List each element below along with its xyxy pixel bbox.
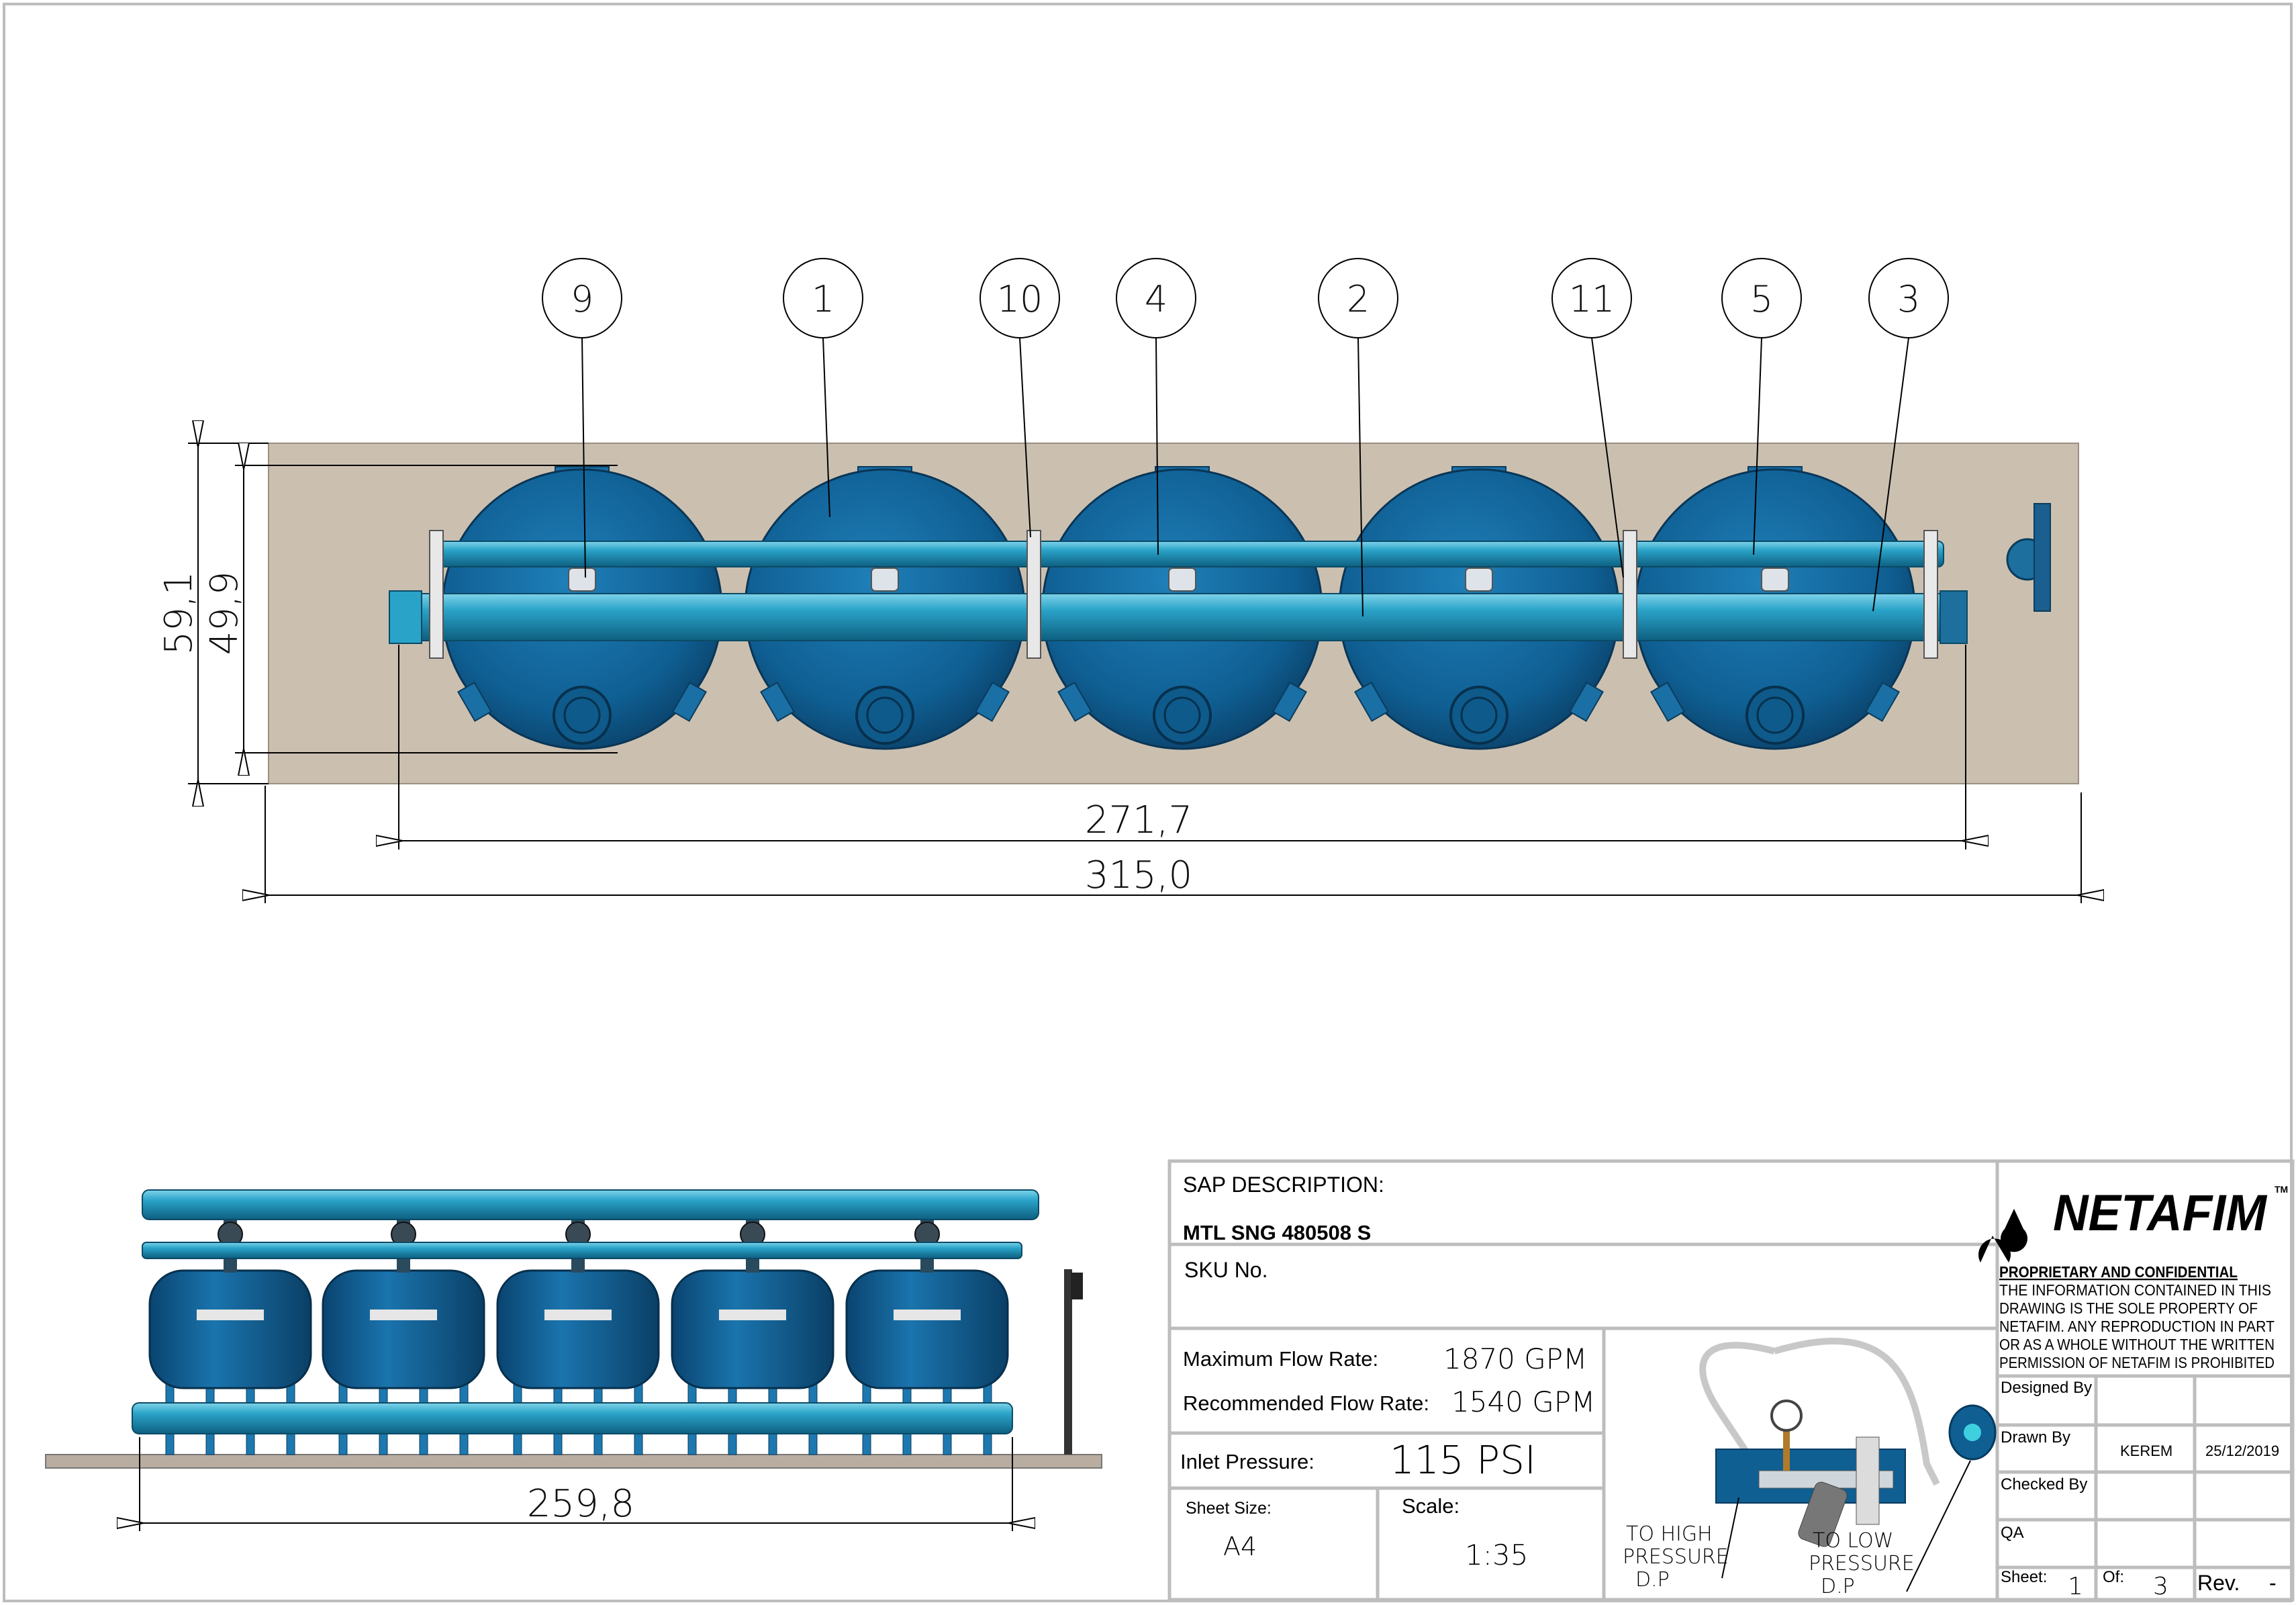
title-block: SAP DESCRIPTION: MTL SNG 480508 S SKU No…: [1167, 1159, 2295, 1602]
backflush-valve: [1465, 567, 1493, 592]
drawn-by-value: KEREM: [2120, 1442, 2172, 1459]
confidential-title: PROPRIETARY AND CONFIDENTIAL: [1999, 1263, 2238, 1281]
scale-value: 1:35: [1465, 1539, 1528, 1571]
front-bottom-pipe: [132, 1402, 1013, 1434]
balloon-callout: 10: [979, 258, 1060, 538]
balloon-callout: 3: [1868, 258, 1949, 612]
drawn-date: 25/12/2019: [2205, 1442, 2279, 1459]
sheet-size-value: A4: [1223, 1532, 1257, 1561]
inlet-pressure-value: 115 PSI: [1390, 1437, 1536, 1483]
dim-pipe-width: 271,7: [1085, 798, 1192, 842]
balloon-number: 5: [1750, 278, 1773, 320]
backflush-valve: [1761, 567, 1789, 592]
balloon-number: 11: [1569, 278, 1615, 320]
rev-value: -: [2269, 1571, 2277, 1595]
dim-tank-depth: 49,9: [203, 571, 246, 655]
filter-tank-front: [671, 1219, 834, 1455]
controller-post: [1064, 1269, 1072, 1455]
controller-box: [1071, 1273, 1083, 1299]
high-dp-line-1: TO HIGH: [1626, 1522, 1713, 1546]
low-dp-line-2: PRESSURE: [1809, 1552, 1915, 1575]
confidential-line: NETAFIM. ANY REPRODUCTION IN PART: [1999, 1318, 2275, 1335]
balloon-number: 1: [812, 278, 834, 320]
rev-label: Rev.: [2197, 1571, 2240, 1595]
max-flow-label: Maximum Flow Rate:: [1183, 1347, 1378, 1371]
high-dp-line-3: D.P: [1635, 1568, 1670, 1592]
backflush-valve: [1168, 567, 1196, 592]
top-view: [268, 443, 2079, 784]
balloon-callouts: 9 1 10 4 2 11 5 3: [542, 258, 1949, 617]
top-view-dimensions: 271,7 315,0 59,1 49,9: [157, 443, 2081, 903]
sheet-label: Sheet:: [2001, 1568, 2047, 1586]
balloon-callout: 9: [542, 258, 622, 578]
upper-manifold-pipe: [435, 541, 1944, 567]
confidential-line: DRAWING IS THE SOLE PROPERTY OF: [1999, 1299, 2258, 1317]
rec-flow-label: Recommended Flow Rate:: [1183, 1391, 1429, 1415]
checked-by-label: Checked By: [2001, 1475, 2087, 1494]
low-dp-line-1: TO LOW: [1813, 1529, 1893, 1553]
backflush-valve: [871, 567, 899, 592]
tank-row-front: [148, 1219, 1009, 1455]
confidential-line: PERMISSION OF NETAFIM IS PROHIBITED: [1999, 1354, 2275, 1371]
confidential-line: OR AS A WHOLE WITHOUT THE WRITTEN: [1999, 1336, 2275, 1353]
balloon-number: 2: [1347, 278, 1370, 320]
logo-trademark: TM: [2275, 1184, 2288, 1195]
ground-slab: [45, 1454, 1102, 1469]
front-second-pipe: [142, 1242, 1022, 1259]
drawn-by-label: Drawn By: [2001, 1428, 2070, 1447]
filter-tank-front: [496, 1219, 660, 1455]
outlet-flange: [1940, 590, 1968, 644]
backflush-valve: [568, 567, 596, 592]
sheet-size-label: Sheet Size:: [1186, 1499, 1272, 1518]
sap-description-value: MTL SNG 480508 S: [1183, 1221, 1371, 1244]
sap-description-label: SAP DESCRIPTION:: [1183, 1173, 1384, 1197]
inlet-pressure-label: Inlet Pressure:: [1180, 1450, 1314, 1473]
front-view-dimensions: 259,8: [140, 1437, 1012, 1531]
pipe-couplings: [429, 530, 1938, 659]
sheet-value: 1: [2068, 1573, 2083, 1600]
balloon-callout: 4: [1116, 258, 1196, 555]
low-dp-line-3: D.P: [1821, 1575, 1855, 1598]
balloon-number: 9: [571, 278, 593, 320]
inlet-flange: [389, 590, 422, 644]
of-label: Of:: [2103, 1568, 2124, 1586]
logo-large-drop-icon: [1978, 1236, 2011, 1263]
balloon-callout: 1: [783, 258, 863, 518]
high-dp-line-2: PRESSURE: [1623, 1545, 1729, 1569]
sheet-border: [3, 3, 2293, 1602]
designed-by-label: Designed By: [2001, 1379, 2092, 1397]
balloon-number: 10: [997, 278, 1043, 320]
balloon-callout: 5: [1721, 258, 1802, 555]
front-upper-pipe: [142, 1189, 1039, 1220]
netafim-logo: NETAFIM TM: [1978, 1184, 2288, 1263]
balloon-callout: 2: [1318, 258, 1398, 617]
logo-wordmark: NETAFIM: [2053, 1185, 2268, 1242]
sku-label: SKU No.: [1184, 1258, 1267, 1282]
rec-flow-value: 1540 GPM: [1451, 1385, 1595, 1418]
backflush-controller: [2006, 503, 2051, 612]
dim-overall-width: 315,0: [1085, 854, 1192, 897]
of-value: 3: [2153, 1573, 2168, 1600]
dp-gauge-detail: [1699, 1338, 1997, 1592]
logo-small-drop-icon: [2001, 1209, 2028, 1252]
main-manifold-pipe: [414, 593, 1952, 641]
qa-label: QA: [2001, 1524, 2024, 1542]
front-view: [45, 1189, 1102, 1469]
scale-label: Scale:: [1402, 1494, 1460, 1518]
balloon-number: 4: [1145, 278, 1167, 320]
balloon-number: 3: [1897, 278, 1920, 320]
confidential-line: THE INFORMATION CONTAINED IN THIS: [1999, 1281, 2271, 1299]
pressure-gauge-icon: [1770, 1400, 1803, 1432]
dim-front-length: 259,8: [527, 1482, 634, 1526]
balloon-callout: 11: [1551, 258, 1632, 578]
max-flow-value: 1870 GPM: [1443, 1342, 1587, 1375]
dim-overall-depth: 59,1: [157, 571, 201, 655]
